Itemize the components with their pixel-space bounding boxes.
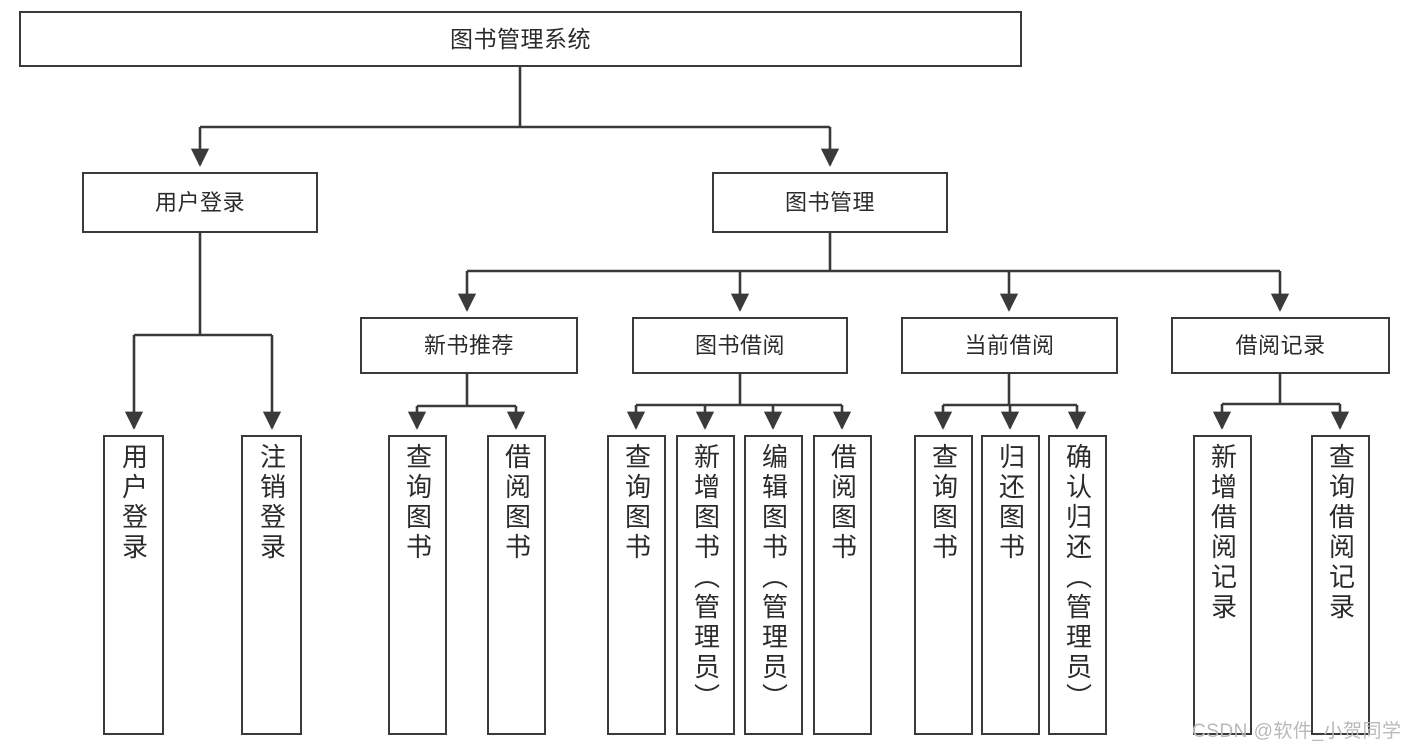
node-borrow-record-label: 借阅记录: [1235, 332, 1326, 358]
node-leaf-query-book-1[interactable]: 查询图书: [388, 435, 447, 735]
node-leaf-query-book-2-label: 查询图书: [621, 443, 652, 563]
node-leaf-add-book-label: 新增图书（管理员）: [690, 443, 721, 713]
node-leaf-user-login[interactable]: 用户登录: [103, 435, 164, 735]
node-leaf-query-book-2[interactable]: 查询图书: [607, 435, 666, 735]
node-leaf-query-book-3-label: 查询图书: [928, 443, 959, 563]
node-root-system[interactable]: 图书管理系统: [19, 11, 1022, 67]
node-leaf-add-record[interactable]: 新增借阅记录: [1193, 435, 1252, 735]
node-leaf-return-book[interactable]: 归还图书: [981, 435, 1040, 735]
node-leaf-confirm-return[interactable]: 确认归还（管理员）: [1048, 435, 1107, 735]
node-leaf-query-record-label: 查询借阅记录: [1325, 443, 1356, 623]
node-book-management[interactable]: 图书管理: [712, 172, 948, 233]
node-book-borrow-label: 图书借阅: [694, 332, 785, 358]
node-user-login-label: 用户登录: [154, 189, 245, 215]
node-leaf-logout-label: 注销登录: [256, 443, 287, 563]
node-leaf-logout[interactable]: 注销登录: [241, 435, 302, 735]
node-leaf-query-book-1-label: 查询图书: [402, 443, 433, 563]
node-borrow-record[interactable]: 借阅记录: [1171, 317, 1390, 374]
node-root-system-label: 图书管理系统: [450, 25, 591, 52]
node-leaf-borrow-book-1[interactable]: 借阅图书: [487, 435, 546, 735]
node-current-borrow-label: 当前借阅: [964, 332, 1055, 358]
node-new-book-recommend-label: 新书推荐: [423, 332, 514, 358]
node-new-book-recommend[interactable]: 新书推荐: [360, 317, 578, 374]
node-leaf-query-book-3[interactable]: 查询图书: [914, 435, 973, 735]
node-book-borrow[interactable]: 图书借阅: [632, 317, 848, 374]
node-leaf-confirm-return-label: 确认归还（管理员）: [1062, 443, 1093, 713]
node-leaf-add-book[interactable]: 新增图书（管理员）: [676, 435, 735, 735]
node-user-login[interactable]: 用户登录: [82, 172, 318, 233]
node-current-borrow[interactable]: 当前借阅: [901, 317, 1118, 374]
node-leaf-return-book-label: 归还图书: [995, 443, 1026, 563]
node-leaf-borrow-book-2[interactable]: 借阅图书: [813, 435, 872, 735]
node-leaf-edit-book[interactable]: 编辑图书（管理员）: [744, 435, 803, 735]
node-leaf-query-record[interactable]: 查询借阅记录: [1311, 435, 1370, 735]
node-leaf-user-login-label: 用户登录: [118, 443, 149, 563]
node-book-management-label: 图书管理: [784, 189, 875, 215]
node-leaf-borrow-book-1-label: 借阅图书: [501, 443, 532, 563]
node-leaf-add-record-label: 新增借阅记录: [1207, 443, 1238, 623]
node-leaf-edit-book-label: 编辑图书（管理员）: [758, 443, 789, 713]
node-leaf-borrow-book-2-label: 借阅图书: [827, 443, 858, 563]
